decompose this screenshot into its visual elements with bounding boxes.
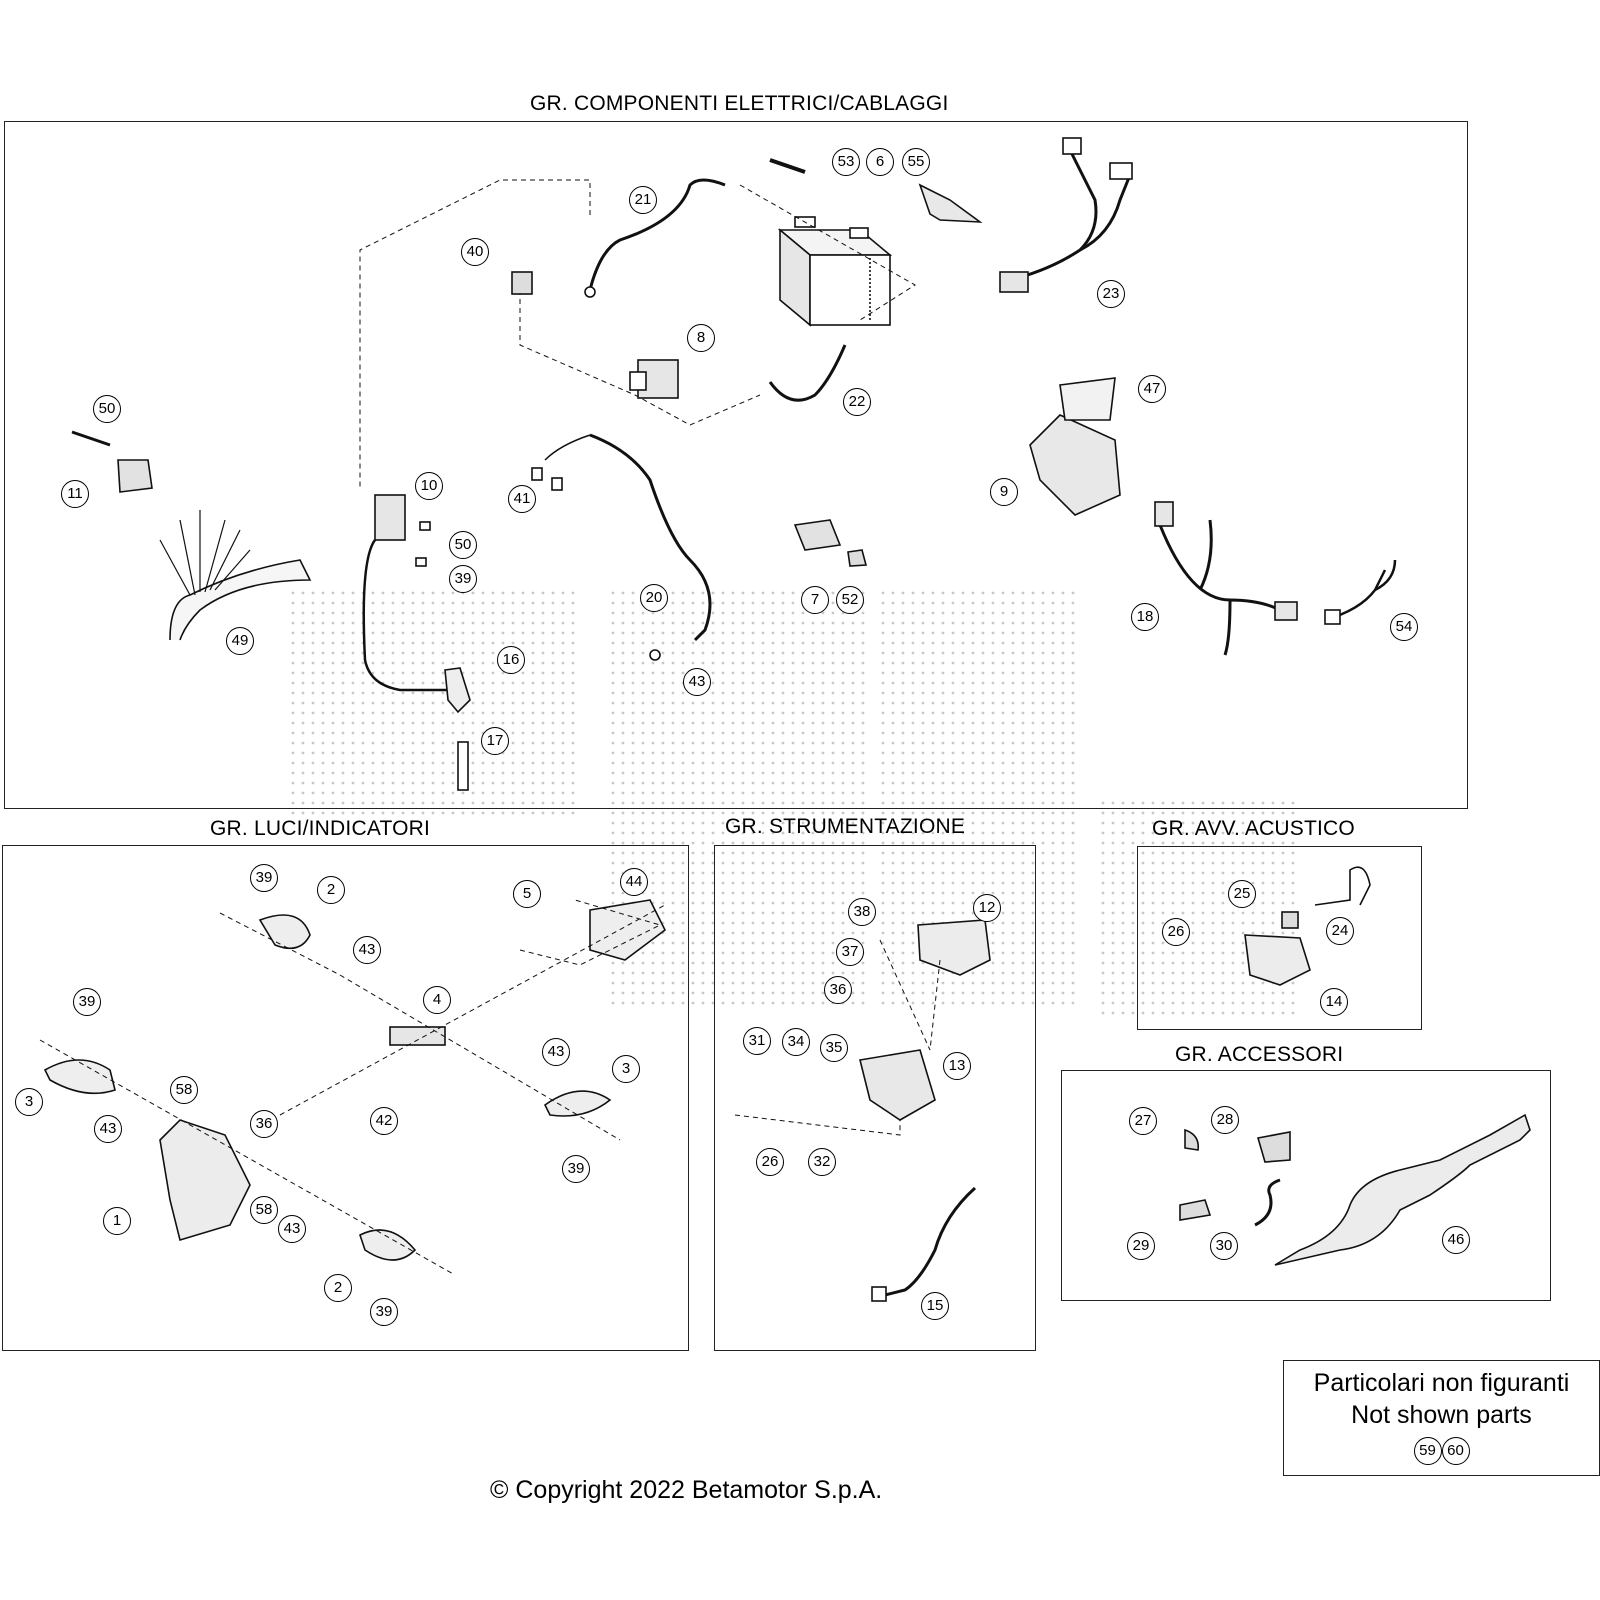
callout-43c: 43 — [542, 1038, 570, 1066]
not-shown-label-it: Particolari non figuranti — [1313, 1369, 1570, 1397]
not-shown-code: 60 — [1441, 1437, 1470, 1465]
not-shown-parts-box: Particolari non figuranti Not shown part… — [1283, 1360, 1600, 1476]
callout-39c: 39 — [73, 988, 101, 1016]
callout-26a: 26 — [756, 1148, 784, 1176]
callout-49: 49 — [226, 627, 254, 655]
callout-21: 21 — [629, 186, 657, 214]
callout-12: 12 — [973, 894, 1001, 922]
callout-13: 13 — [943, 1052, 971, 1080]
callout-1: 1 — [103, 1207, 131, 1235]
not-shown-label-en: Not shown parts — [1351, 1401, 1532, 1429]
callout-2a: 2 — [317, 876, 345, 904]
section-title-lights: GR. LUCI/INDICATORI — [210, 817, 431, 840]
callout-9: 9 — [990, 478, 1018, 506]
callout-15: 15 — [921, 1292, 949, 1320]
panel-accessories — [1061, 1070, 1551, 1301]
section-title-electrical: GR. COMPONENTI ELETTRICI/CABLAGGI — [530, 92, 949, 115]
section-title-horn: GR. AVV. ACUSTICO — [1152, 817, 1355, 840]
callout-11: 11 — [61, 480, 89, 508]
callout-52: 52 — [836, 586, 864, 614]
callout-46: 46 — [1442, 1226, 1470, 1254]
harness-49 — [169, 559, 312, 641]
callout-3a: 3 — [612, 1055, 640, 1083]
callout-20: 20 — [640, 584, 668, 612]
callout-32: 32 — [808, 1148, 836, 1176]
callout-14: 14 — [1320, 988, 1348, 1016]
callout-17: 17 — [481, 727, 509, 755]
callout-23: 23 — [1097, 280, 1125, 308]
strap-46 — [1274, 1113, 1531, 1266]
callout-50b: 50 — [449, 531, 477, 559]
callout-36a: 36 — [250, 1110, 278, 1138]
callout-35: 35 — [820, 1034, 848, 1062]
callout-39b: 39 — [250, 864, 278, 892]
callout-4: 4 — [423, 986, 451, 1014]
callout-42: 42 — [370, 1107, 398, 1135]
cable-20 — [589, 433, 712, 642]
callout-47: 47 — [1138, 375, 1166, 403]
callout-40: 40 — [461, 238, 489, 266]
callout-43a: 43 — [683, 668, 711, 696]
callout-43e: 43 — [278, 1215, 306, 1243]
dashboard-drawing — [917, 919, 991, 976]
callout-18: 18 — [1131, 603, 1159, 631]
callout-53: 53 — [832, 148, 860, 176]
cable-21 — [588, 178, 726, 291]
callout-24: 24 — [1326, 917, 1354, 945]
panel-horn — [1137, 846, 1422, 1030]
callout-10: 10 — [415, 472, 443, 500]
callout-39e: 39 — [370, 1298, 398, 1326]
callout-7: 7 — [801, 586, 829, 614]
callout-37: 37 — [836, 938, 864, 966]
callout-41: 41 — [508, 485, 536, 513]
callout-38: 38 — [848, 898, 876, 926]
battery-drawing — [777, 216, 893, 327]
callout-43b: 43 — [353, 936, 381, 964]
panel-instruments — [714, 845, 1036, 1351]
callout-28: 28 — [1211, 1106, 1239, 1134]
panel-lights — [2, 845, 689, 1351]
callout-54: 54 — [1390, 613, 1418, 641]
callout-25: 25 — [1228, 880, 1256, 908]
callout-39d: 39 — [562, 1155, 590, 1183]
callout-31: 31 — [743, 1027, 771, 1055]
panel-electrical — [4, 121, 1468, 809]
callout-44: 44 — [620, 868, 648, 896]
section-title-instruments: GR. STRUMENTAZIONE — [725, 815, 966, 838]
callout-34: 34 — [782, 1028, 810, 1056]
callout-8: 8 — [687, 324, 715, 352]
callout-5: 5 — [513, 880, 541, 908]
callout-36b: 36 — [824, 976, 852, 1004]
callout-27: 27 — [1129, 1107, 1157, 1135]
callout-58a: 58 — [170, 1076, 198, 1104]
headlight-drawing — [159, 1119, 251, 1242]
callout-55: 55 — [902, 148, 930, 176]
callout-6: 6 — [866, 148, 894, 176]
callout-39a: 39 — [449, 565, 477, 593]
callout-22: 22 — [843, 388, 871, 416]
callout-16: 16 — [497, 646, 525, 674]
callout-3b: 3 — [15, 1088, 43, 1116]
callout-50a: 50 — [93, 395, 121, 423]
callout-29: 29 — [1127, 1232, 1155, 1260]
copyright-notice: © Copyright 2022 Betamotor S.p.A. — [490, 1476, 883, 1504]
cable-22 — [768, 344, 847, 402]
not-shown-code: 59 — [1413, 1437, 1442, 1465]
callout-26b: 26 — [1162, 918, 1190, 946]
callout-2b: 2 — [324, 1274, 352, 1302]
callout-30: 30 — [1210, 1232, 1238, 1260]
callout-43d: 43 — [94, 1115, 122, 1143]
section-title-accessories: GR. ACCESSORI — [1175, 1043, 1344, 1066]
callout-58b: 58 — [250, 1196, 278, 1224]
